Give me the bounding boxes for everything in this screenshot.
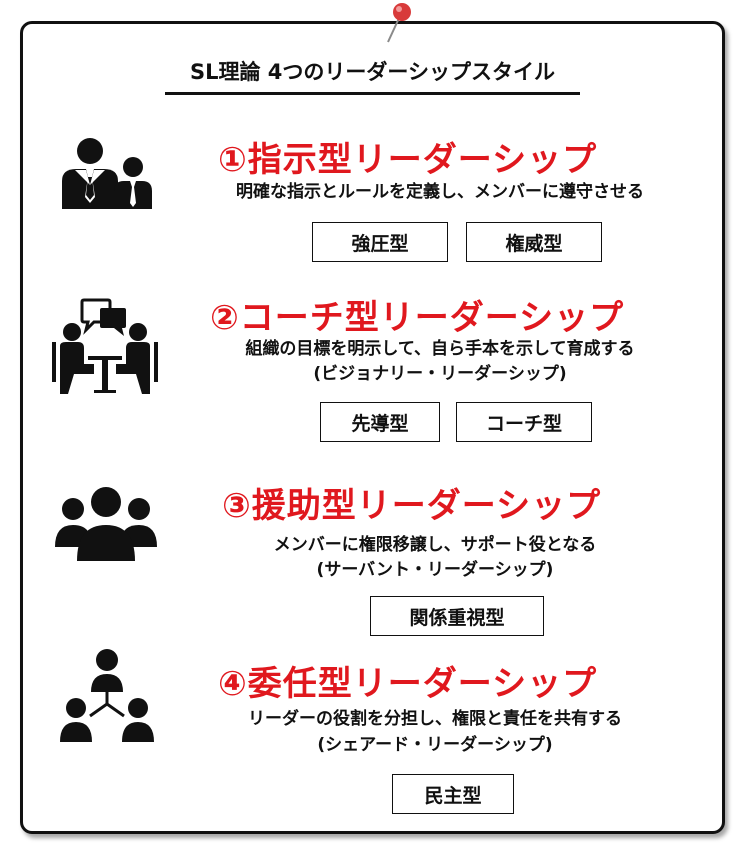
- section-3-description-sub: (サーバント・リーダーシップ): [316, 560, 554, 580]
- section-2-description: 組織の目標を明示して、自ら手本を示して育成する: [245, 339, 635, 359]
- section-3-heading: ③援助型リーダーシップ: [222, 486, 602, 526]
- section-3-tag-1: 関係重視型: [370, 596, 544, 636]
- meeting-conversation-icon: [52, 298, 158, 394]
- section-1-tag-2: 権威型: [466, 222, 602, 262]
- page-title: SL理論 4つのリーダーシップスタイル: [165, 56, 580, 95]
- section-1-heading: ①指示型リーダーシップ: [218, 140, 598, 180]
- section-2-tag-1: 先導型: [320, 402, 440, 442]
- section-2-heading: ②コーチ型リーダーシップ: [210, 298, 625, 338]
- section-2-description-sub: (ビジョナリー・リーダーシップ): [313, 364, 567, 384]
- manager-and-staff-icon: [62, 138, 152, 209]
- section-4-description: リーダーの役割を分担し、権限と責任を共有する: [248, 709, 622, 729]
- group-of-people-icon: [55, 487, 157, 561]
- section-1-description: 明確な指示とルールを定義し、メンバーに遵守させる: [236, 182, 644, 202]
- section-3-description: メンバーに権限移譲し、サポート役となる: [273, 535, 597, 555]
- network-people-icon: [60, 649, 154, 742]
- section-4-description-sub: (シェアード・リーダーシップ): [317, 735, 553, 755]
- push-pin-icon: [387, 3, 411, 43]
- section-1-tag-1: 強圧型: [312, 222, 448, 262]
- section-4-tag-1: 民主型: [392, 774, 514, 814]
- section-4-heading: ④委任型リーダーシップ: [218, 664, 598, 704]
- section-2-tag-2: コーチ型: [456, 402, 592, 442]
